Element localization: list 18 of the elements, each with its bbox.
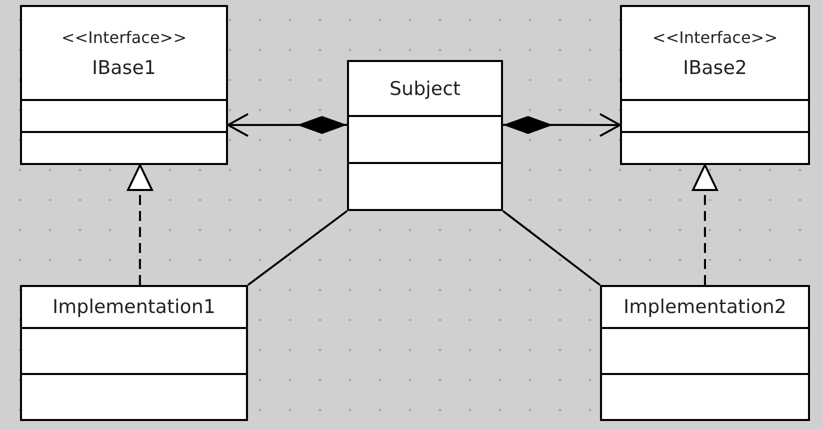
realization-arrow xyxy=(127,164,153,285)
class-box xyxy=(20,285,248,421)
class-name: Implementation2 xyxy=(624,296,786,318)
class-box xyxy=(347,60,503,211)
class-name: IBase2 xyxy=(683,56,747,78)
class-name: Implementation1 xyxy=(52,296,216,318)
association-line xyxy=(502,210,601,286)
class-box xyxy=(600,285,810,421)
class-box xyxy=(20,5,228,165)
class-name: IBase1 xyxy=(92,56,156,78)
stereotype-label: <<Interface>> xyxy=(652,28,778,46)
class-box xyxy=(620,5,810,165)
composition-arrow xyxy=(227,113,347,137)
class-name: Subject xyxy=(389,78,461,100)
stereotype-label: <<Interface>> xyxy=(61,28,187,46)
realization-arrow xyxy=(692,164,718,285)
association-line xyxy=(247,210,348,286)
composition-arrow xyxy=(503,113,621,137)
